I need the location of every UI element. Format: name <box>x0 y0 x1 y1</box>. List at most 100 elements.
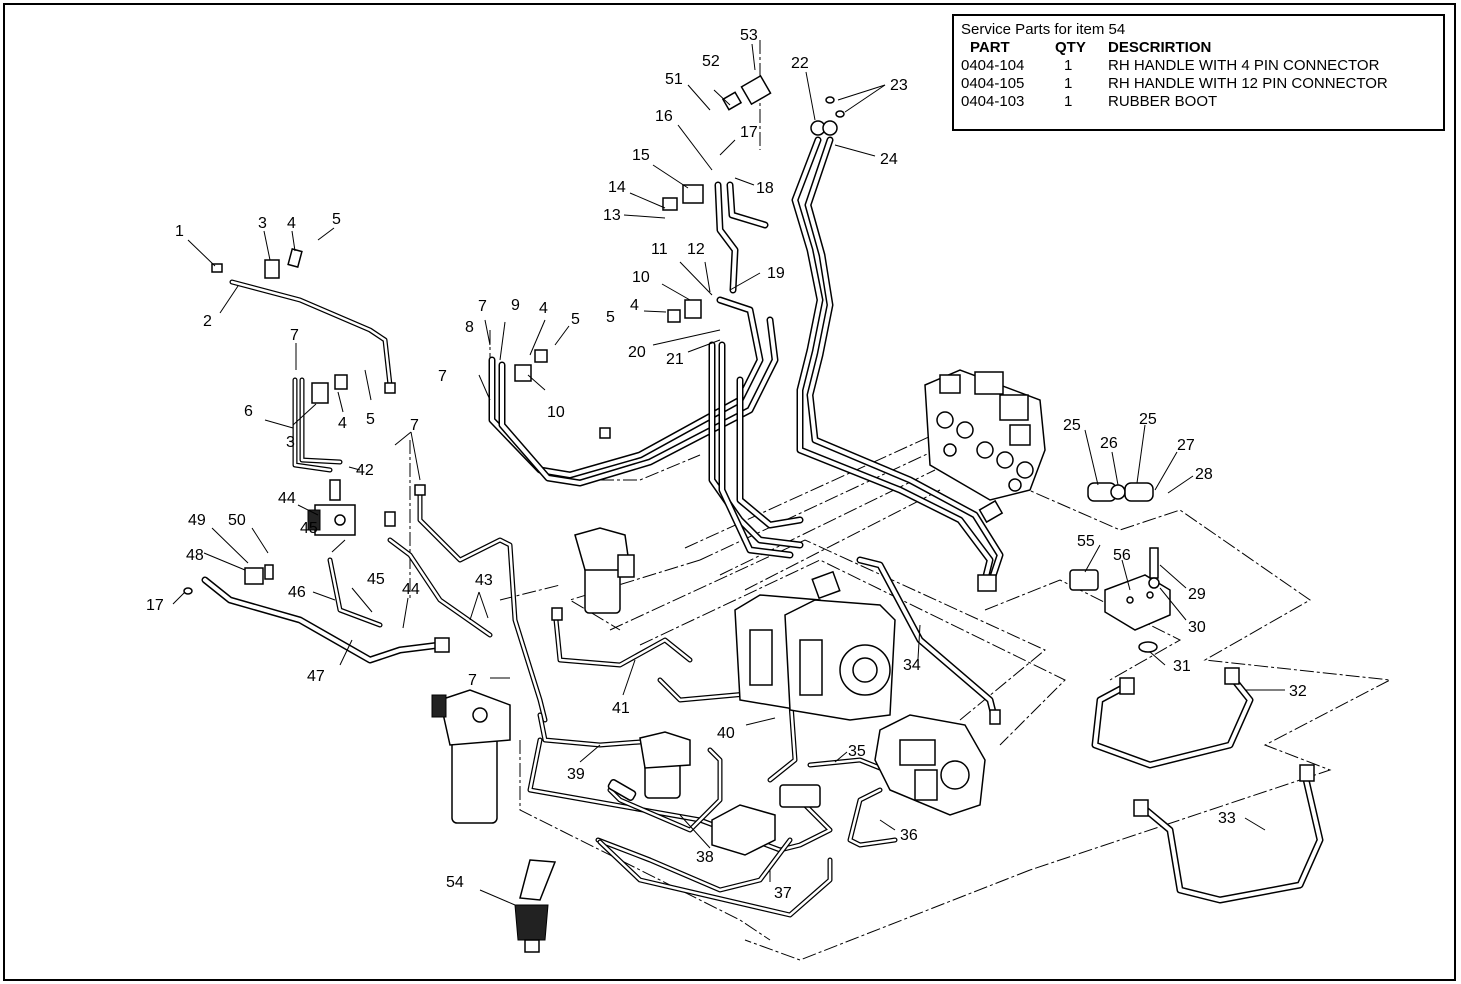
callout-25-repeat: 25 <box>1139 411 1157 428</box>
callout-28: 28 <box>1195 466 1213 483</box>
callout-4-repeat-2: 4 <box>539 300 548 317</box>
callout-46: 46 <box>288 584 306 601</box>
callout-7-repeat-3: 7 <box>438 368 447 385</box>
coupling-icon <box>1124 482 1154 502</box>
callout-5: 5 <box>332 211 341 228</box>
clamp-icon <box>684 299 702 319</box>
callout-5-repeat: 5 <box>366 411 375 428</box>
clamp-plate-icon <box>264 564 274 580</box>
fitting-icon <box>989 709 1001 725</box>
control-valve-icon <box>924 369 1046 524</box>
fitting-icon <box>1119 677 1135 695</box>
valve-manifold-icon <box>711 784 821 856</box>
fitting-icon <box>1133 799 1149 817</box>
service-parts-table: Service Parts for item 54 PART QTY DESCR… <box>952 14 1445 131</box>
callout-23: 23 <box>890 77 908 94</box>
callout-43: 43 <box>475 572 493 589</box>
callout-44: 44 <box>278 490 296 507</box>
callout-24: 24 <box>880 151 898 168</box>
callout-36: 36 <box>900 827 918 844</box>
callout-4: 4 <box>287 215 296 232</box>
fitting-icon <box>384 382 396 394</box>
callout-27: 27 <box>1177 437 1195 454</box>
callout-48: 48 <box>186 547 204 564</box>
table-title: Service Parts for item 54 <box>961 21 1126 38</box>
callout-5-repeat-2: 5 <box>571 311 580 328</box>
callout-2: 2 <box>203 313 212 330</box>
joystick-handle-icon <box>514 859 557 953</box>
callout-56: 56 <box>1113 547 1131 564</box>
callout-9: 9 <box>511 297 520 314</box>
fitting-icon <box>822 120 838 136</box>
callout-35: 35 <box>848 743 866 760</box>
callout-31: 31 <box>1173 658 1191 675</box>
callout-4-repeat-3: 4 <box>630 297 639 314</box>
callout-20: 20 <box>628 344 646 361</box>
solenoid-valve-icon <box>307 479 356 536</box>
callout-54: 54 <box>446 874 464 891</box>
callout-45-repeat: 45 <box>367 571 385 588</box>
filter-large-icon <box>431 689 511 824</box>
drawing-frame <box>3 3 1456 981</box>
row-3-part: 0404-103 <box>961 93 1025 110</box>
oring-icon <box>1110 484 1126 500</box>
clamp-plate-icon <box>287 248 303 268</box>
callout-22: 22 <box>791 55 809 72</box>
callout-11: 11 <box>651 241 668 258</box>
callout-49: 49 <box>188 512 206 529</box>
callout-30: 30 <box>1188 619 1206 636</box>
row-3-qty: 1 <box>1064 93 1073 110</box>
callout-45: 45 <box>300 520 318 537</box>
leader-lines <box>172 43 1285 906</box>
callout-42: 42 <box>356 462 374 479</box>
callout-50: 50 <box>228 512 246 529</box>
fitting-icon <box>434 637 450 653</box>
filter-upper-icon <box>574 527 635 614</box>
callout-17: 17 <box>740 124 758 141</box>
callout-18: 18 <box>756 180 774 197</box>
clamp-icon <box>311 382 329 404</box>
callout-13: 13 <box>603 207 621 224</box>
callout-34: 34 <box>903 657 921 674</box>
callout-38: 38 <box>696 849 714 866</box>
clamp-plate-icon <box>334 374 348 390</box>
oring-icon <box>835 110 845 118</box>
callout-32: 32 <box>1289 683 1307 700</box>
clamp-plate-icon <box>721 91 743 111</box>
callout-51: 51 <box>665 71 683 88</box>
row-2-part: 0404-105 <box>961 75 1025 92</box>
assembly-lines <box>409 40 1392 961</box>
oring-icon <box>183 587 193 595</box>
fitting-icon <box>414 484 426 496</box>
components <box>183 74 1315 953</box>
callout-7-repeat-2: 7 <box>478 298 487 315</box>
clamp-icon <box>740 74 772 106</box>
oring-icon <box>825 96 835 104</box>
callout-47: 47 <box>307 668 325 685</box>
header-qty: QTY <box>1055 39 1086 56</box>
clamp-icon <box>244 567 264 585</box>
row-2-description: RH HANDLE WITH 12 PIN CONNECTOR <box>1108 75 1388 92</box>
hydraulic-pump-icon <box>734 570 896 721</box>
callout-15: 15 <box>632 147 650 164</box>
callout-3-repeat: 3 <box>286 434 295 451</box>
fitting-icon <box>384 511 396 527</box>
callout-40: 40 <box>717 725 735 742</box>
callout-labels: 1 2 3 4 5 6 7 8 9 10 11 12 13 14 15 16 1… <box>146 27 1307 902</box>
callout-26: 26 <box>1100 435 1118 452</box>
header-part: PART <box>970 39 1010 56</box>
callout-33: 33 <box>1218 810 1236 827</box>
callout-39: 39 <box>567 766 585 783</box>
fitting-icon <box>599 427 611 439</box>
callout-19: 19 <box>767 265 785 282</box>
callout-8: 8 <box>465 319 474 336</box>
callout-41: 41 <box>612 700 630 717</box>
manifold-block-icon <box>1069 547 1171 653</box>
clamp-plate-icon <box>662 197 678 211</box>
clamp-plate-icon <box>667 309 681 323</box>
callout-7-repeat: 7 <box>410 417 419 434</box>
header-description: DESCRIRTION <box>1108 39 1212 56</box>
callout-1: 1 <box>175 223 184 240</box>
callout-17-repeat: 17 <box>146 597 164 614</box>
